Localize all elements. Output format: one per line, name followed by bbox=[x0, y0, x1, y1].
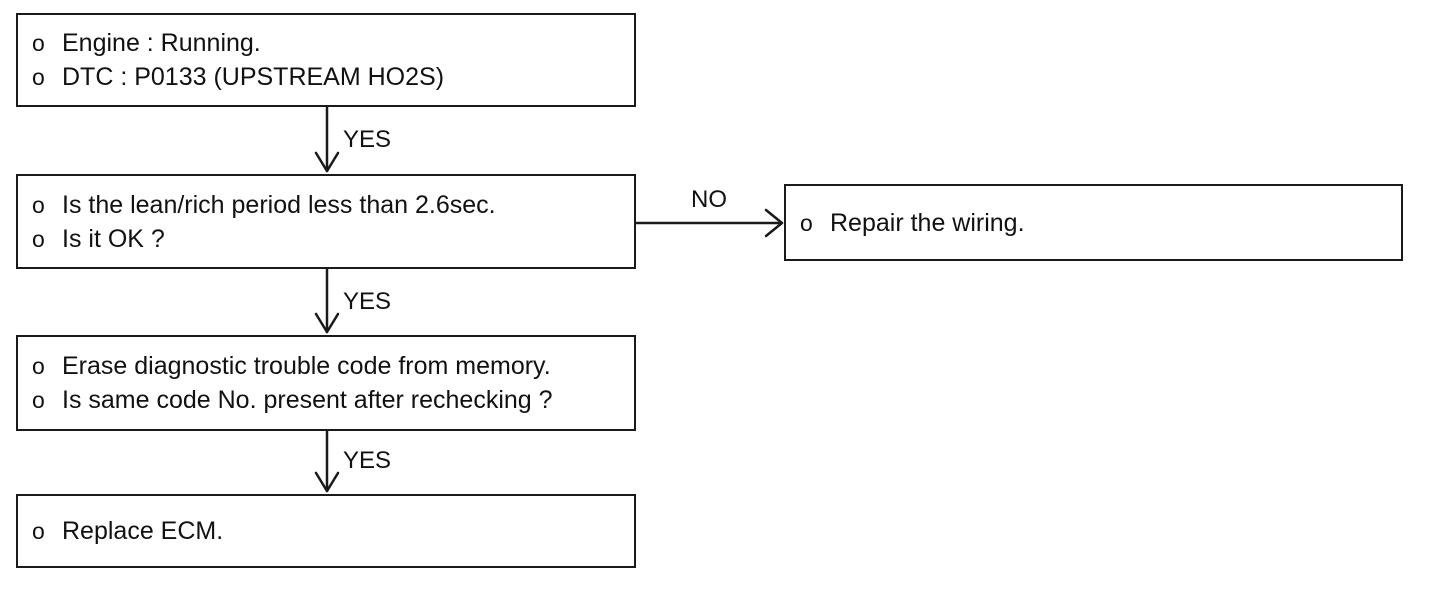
step-line: o Is the lean/rich period less than 2.6s… bbox=[32, 188, 634, 222]
step-box-check-lean-rich: o Is the lean/rich period less than 2.6s… bbox=[16, 174, 636, 269]
step-text: Engine : Running. bbox=[62, 29, 261, 57]
step-line: o Is same code No. present after recheck… bbox=[32, 383, 634, 417]
step-text: Is the lean/rich period less than 2.6sec… bbox=[62, 190, 496, 219]
step-box-erase: o Erase diagnostic trouble code from mem… bbox=[16, 335, 636, 431]
edge-label-yes: YES bbox=[343, 447, 392, 474]
arrowhead-start-to-check bbox=[314, 151, 340, 173]
step-text: Is same code No. present after recheckin… bbox=[62, 386, 553, 414]
bullet: o bbox=[32, 30, 45, 56]
step-line: o DTC : P0133 (UPSTREAM HO2S) bbox=[32, 60, 634, 94]
step-text: Is it OK ? bbox=[62, 224, 165, 253]
bullet: o bbox=[32, 387, 45, 413]
edge-label-yes: YES bbox=[343, 126, 392, 153]
step-text: DTC : P0133 (UPSTREAM HO2S) bbox=[62, 63, 445, 91]
arrowhead-check-to-erase bbox=[314, 312, 340, 334]
bullet: o bbox=[32, 191, 45, 218]
step-text: Erase diagnostic trouble code from memor… bbox=[62, 352, 551, 380]
bullet: o bbox=[32, 518, 45, 544]
step-line: o Is it OK ? bbox=[32, 222, 634, 256]
arrowhead-check-to-repair bbox=[764, 208, 784, 238]
arrowhead-erase-to-replace bbox=[314, 471, 340, 493]
bullet: o bbox=[32, 225, 45, 252]
edge-label-yes: YES bbox=[343, 288, 392, 315]
step-line: o Replace ECM. bbox=[32, 514, 634, 548]
bullet: o bbox=[32, 353, 45, 379]
step-line: o Erase diagnostic trouble code from mem… bbox=[32, 349, 634, 383]
step-line: o Repair the wiring. bbox=[800, 206, 1401, 240]
step-box-start: o Engine : Running. o DTC : P0133 (UPSTR… bbox=[16, 13, 636, 107]
step-box-repair: o Repair the wiring. bbox=[784, 184, 1403, 261]
step-line: o Engine : Running. bbox=[32, 26, 634, 60]
bullet: o bbox=[32, 64, 45, 90]
edge-label-no: NO bbox=[691, 186, 727, 213]
step-box-replace: o Replace ECM. bbox=[16, 494, 636, 568]
step-text: Repair the wiring. bbox=[830, 208, 1025, 237]
bullet: o bbox=[800, 209, 813, 236]
step-text: Replace ECM. bbox=[62, 517, 224, 545]
